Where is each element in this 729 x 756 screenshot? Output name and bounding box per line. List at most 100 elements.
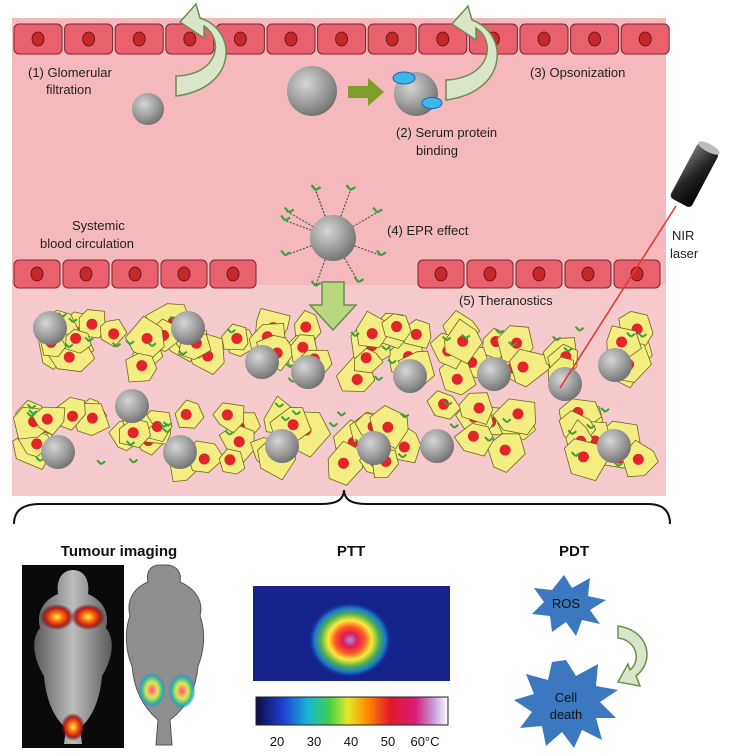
ptt-thermal-image — [253, 586, 450, 681]
cell-death-burst-icon — [514, 660, 618, 748]
targeting-ligand-icon — [373, 375, 384, 382]
nanoparticle — [115, 389, 149, 423]
peg-chain — [352, 211, 378, 228]
nanoparticle — [287, 66, 337, 116]
nanoparticle — [163, 435, 197, 469]
cell-nucleus — [177, 266, 191, 282]
targeting-ligand-icon — [586, 423, 596, 430]
tumour-nucleus — [351, 373, 363, 385]
cell-nucleus — [31, 31, 45, 47]
tumour-nucleus — [198, 453, 210, 465]
step-4-label: (4) EPR effect — [387, 223, 469, 238]
targeting-ligand-icon — [574, 326, 585, 332]
targeting-ligand-icon — [376, 249, 387, 257]
targeting-ligand-icon — [84, 336, 94, 343]
tumour-nucleus — [398, 441, 410, 453]
tumour-nucleus — [221, 409, 233, 421]
targeting-ligand-icon — [274, 402, 285, 408]
targeting-ligand-icon — [291, 409, 302, 416]
targeting-ligand-icon — [159, 422, 169, 428]
systemic-label: Systemic — [72, 218, 125, 233]
tumour-nucleus — [287, 419, 299, 431]
colorbar-tick-label: 30 — [307, 734, 321, 749]
pegylated-nanoparticle — [280, 184, 387, 287]
tumour-nucleus — [300, 321, 312, 333]
targeting-ligand-icon — [111, 341, 122, 348]
tumour-nucleus — [67, 410, 79, 422]
nanoparticle — [171, 311, 205, 345]
mouse-tumour-image — [125, 564, 205, 746]
cell-nucleus — [284, 31, 298, 47]
nanoparticle — [357, 431, 391, 465]
cell-nucleus — [537, 31, 551, 47]
tumour-nucleus — [108, 328, 120, 340]
tumour-nucleus — [127, 427, 139, 439]
targeting-ligand-icon — [125, 440, 136, 446]
endothelium-left — [13, 259, 257, 289]
targeting-ligand-icon — [328, 421, 339, 428]
tumour-nucleus — [41, 413, 53, 425]
curly-brace — [13, 489, 671, 525]
tumour-nucleus — [31, 438, 43, 450]
cell-nucleus — [79, 266, 93, 282]
targeting-ligand-icon — [64, 342, 74, 349]
cell-death-label-line2: death — [550, 707, 583, 722]
serum-protein-icon — [392, 71, 416, 85]
cell-nucleus — [233, 31, 247, 47]
tumour-nucleus — [86, 412, 98, 424]
tumour-nucleus — [63, 351, 75, 363]
targeting-ligand-icon — [567, 429, 577, 436]
cell-nucleus — [581, 266, 595, 282]
pdt-curved-arrow-icon — [616, 625, 648, 687]
targeting-ligand-icon — [570, 451, 581, 457]
targeting-ligand-icon — [353, 276, 365, 284]
tumour-nucleus — [632, 453, 644, 465]
targeting-ligand-icon — [226, 328, 236, 334]
ptt-heading: PTT — [337, 543, 365, 560]
cell-nucleus — [483, 266, 497, 282]
step-1-label-line2: filtration — [46, 82, 92, 97]
targeting-ligand-icon — [68, 317, 78, 324]
targeting-ligand-icon — [637, 332, 648, 338]
tumour-nucleus — [382, 421, 394, 433]
cell-nucleus — [132, 31, 146, 47]
targeting-ligand-icon — [345, 184, 357, 192]
targeting-ligand-icon — [280, 249, 291, 257]
cell-nucleus — [30, 266, 44, 282]
laser-label: NIR — [672, 228, 694, 243]
opsonization-arrow-icon — [445, 4, 498, 101]
endothelium-right — [417, 259, 661, 289]
cell-nucleus — [434, 266, 448, 282]
targeting-ligand-icon — [147, 341, 157, 348]
targeting-ligand-icon — [552, 335, 562, 342]
targeting-ligand-icon — [372, 206, 383, 214]
cell-nucleus — [335, 31, 349, 47]
nanoparticle — [393, 359, 427, 393]
cell-nucleus — [226, 266, 240, 282]
cell-nucleus — [128, 266, 142, 282]
targeting-ligand-icon — [400, 412, 410, 419]
targeting-ligand-icon — [280, 415, 291, 422]
tumour-nucleus — [86, 318, 98, 330]
nanoparticle — [265, 429, 299, 463]
peg-chain — [340, 189, 352, 217]
endothelium-top — [13, 23, 670, 55]
targeting-ligand-icon — [600, 407, 610, 413]
tumour-nucleus — [70, 332, 82, 344]
tumour-nucleus — [391, 321, 403, 333]
step-5-label: (5) Theranostics — [459, 293, 553, 308]
serum-protein-icon — [421, 97, 443, 109]
targeting-ligand-icon — [441, 335, 452, 342]
tumour-nucleus — [467, 430, 479, 442]
cell-nucleus — [532, 266, 546, 282]
cell-nucleus — [638, 31, 652, 47]
step-1-label: (1) Glomerular — [28, 65, 112, 80]
targeting-ligand-icon — [350, 331, 360, 337]
tumour-nucleus — [297, 341, 309, 353]
tumour-nucleus — [233, 436, 245, 448]
targeting-ligand-icon — [484, 436, 494, 442]
cell-death-label: Cell — [555, 690, 578, 705]
targeting-ligand-icon — [502, 417, 512, 424]
